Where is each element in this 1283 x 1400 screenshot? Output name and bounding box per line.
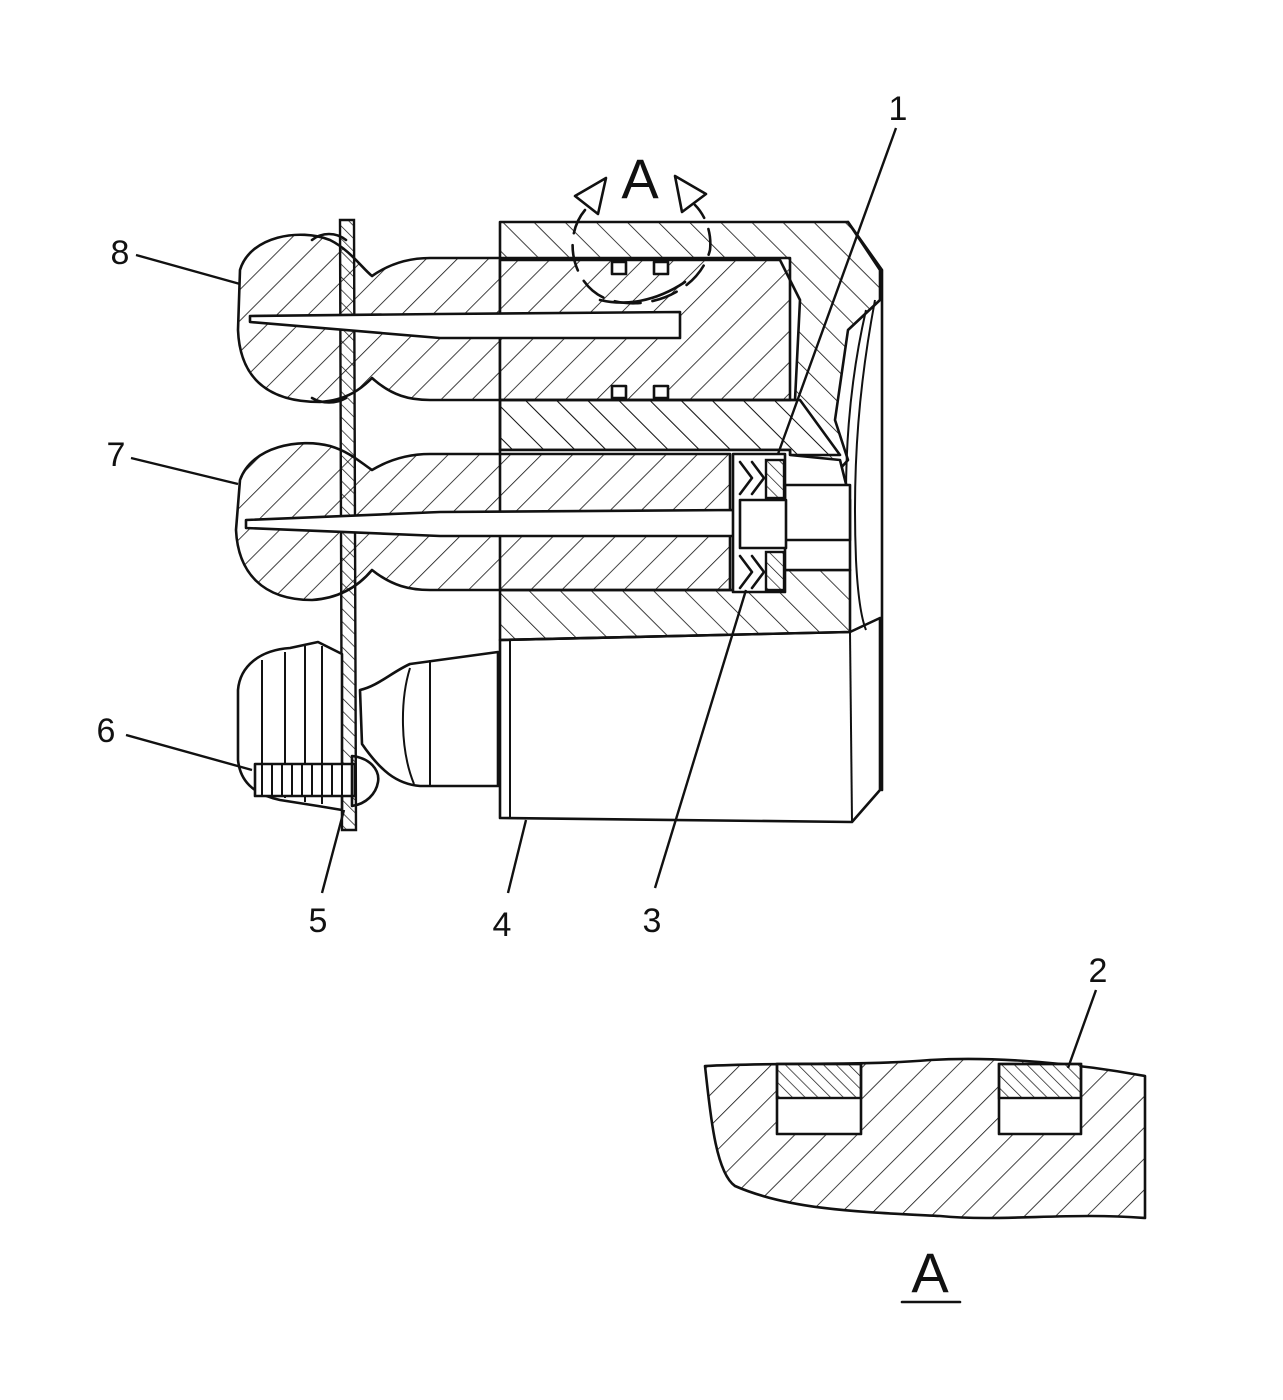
leader-8: [135, 253, 241, 286]
callout-8: 8: [111, 234, 130, 272]
ball-stud-upper: [236, 232, 792, 404]
callout-1: 1: [889, 90, 908, 128]
callout-5: 5: [309, 902, 328, 940]
callout-labels: 1 2 3 4 5 6 7 8: [97, 90, 1108, 990]
leader-2: [1066, 989, 1098, 1069]
callout-7: 7: [107, 436, 126, 474]
leader-4: [506, 819, 528, 894]
leader-6: [125, 733, 253, 772]
ball-stud-lower: [236, 640, 500, 812]
callout-4: 4: [493, 906, 512, 944]
detail-a-view: A: [703, 1057, 1147, 1304]
leader-5: [320, 809, 346, 894]
callout-6: 6: [97, 712, 116, 750]
leader-lines: [125, 127, 1098, 1069]
leader-1: [776, 127, 898, 455]
ball-stud-middle: [234, 441, 788, 602]
leader-7: [130, 456, 239, 486]
detail-a-view-label: A: [911, 1241, 949, 1304]
callout-2: 2: [1089, 952, 1108, 990]
leader-3: [653, 589, 748, 889]
detail-a-marker: A: [571, 147, 712, 305]
detail-a-marker-letter: A: [621, 147, 659, 210]
callout-3: 3: [643, 902, 662, 940]
